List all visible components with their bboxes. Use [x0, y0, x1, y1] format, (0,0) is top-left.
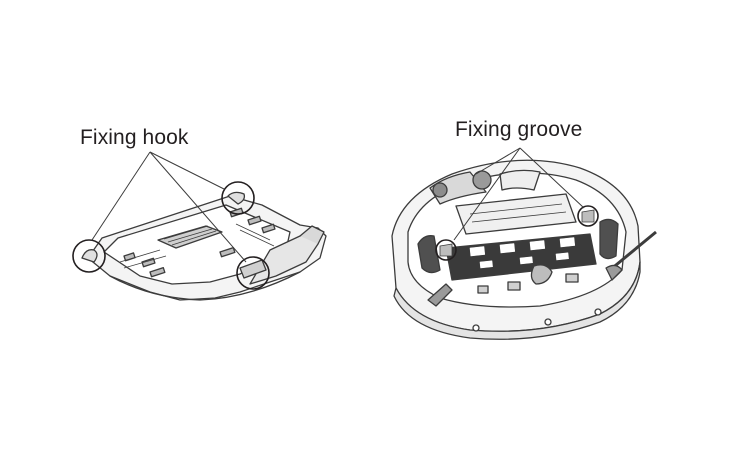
fixing-hook-label: Fixing hook [80, 126, 189, 149]
callout-circle-right-groove [577, 205, 599, 227]
callout-circle-top-hook [221, 181, 255, 215]
fixing-hook-leader-lines [91, 151, 247, 263]
hook-top [227, 191, 246, 205]
robot-underside-illustration [391, 159, 657, 340]
fixing-groove-label: Fixing groove [455, 118, 583, 141]
hook-bottom [239, 259, 267, 279]
callout-circle-bottom-hook [236, 256, 270, 290]
callout-circle-left-groove [435, 239, 457, 261]
mop-plate-illustration [72, 181, 327, 301]
hook-left [81, 249, 98, 263]
callout-circle-left-hook [72, 239, 106, 273]
fixing-groove-leader-lines [453, 147, 585, 241]
